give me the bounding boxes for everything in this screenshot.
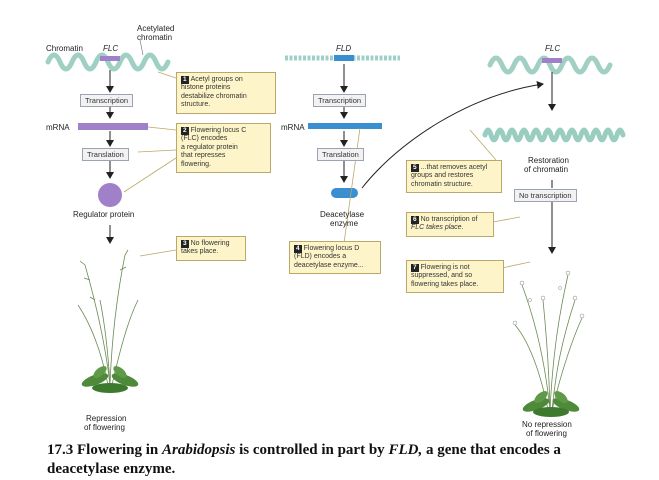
deacetylase-enzyme-shape: [331, 188, 358, 198]
note-3-line-1: No flowering: [190, 240, 230, 247]
caption-part-4: FLD,: [388, 442, 423, 458]
caption-part-5: a gene that encodes a deacetylase enzyme…: [47, 442, 561, 477]
left-transcription-box: Transcription: [80, 94, 134, 107]
fld-gene-segment: [334, 55, 354, 61]
note-2-line-1: Flowering locus C: [190, 127, 247, 134]
note-1-line-3: destabilize chromatin: [181, 92, 247, 100]
note-1-number: 1: [181, 76, 189, 84]
left-mrna-label: mRNA: [46, 123, 70, 132]
middle-mrna-label: mRNA: [281, 123, 305, 132]
note-7-line-2: suppressed, and so: [411, 272, 473, 280]
middle-translation-box: Translation: [317, 148, 364, 161]
note-3-number: 3: [181, 240, 189, 248]
no-repression-label-1: No repression: [522, 420, 572, 429]
figure-caption: 17.3 Flowering in Arabidopsis is control…: [47, 441, 607, 479]
repression-label-2: of flowering: [84, 423, 125, 432]
middle-transcription-box: Transcription: [313, 94, 367, 107]
right-flc-gene-segment: [542, 58, 562, 63]
note-7-number: 7: [411, 264, 419, 272]
left-mrna-bar: [78, 123, 148, 130]
restored-chromatin-coil: [482, 127, 626, 143]
middle-mrna-bar: [308, 123, 382, 129]
note-4-line-2: (FLD) encodes a: [294, 253, 347, 261]
acetylated-label: Acetylated: [137, 24, 175, 33]
arrow-enzyme-to-right-chromatin: [361, 80, 544, 189]
note-5-line-1: ...that removes acetyl: [420, 164, 488, 171]
note-1-line-4: structure.: [181, 101, 211, 109]
no-repression-label-2: of flowering: [526, 429, 567, 438]
callout-pointers: [123, 71, 531, 269]
restoration-label-2: of chromatin: [524, 165, 569, 174]
note-7-line-1: Flowering is not: [420, 264, 470, 271]
deacetylase-label-1: Deacetylase: [320, 210, 365, 219]
restoration-label-1: Restoration: [528, 156, 569, 165]
note-6-line-1: No transcription of: [420, 216, 478, 223]
no-transcription-box: No transcription: [514, 189, 577, 202]
regulator-protein-circle: [98, 183, 122, 207]
regulator-protein-label: Regulator protein: [73, 210, 135, 219]
note-1-line-1: Acetyl groups on: [190, 76, 243, 83]
left-translation-box: Translation: [82, 148, 129, 161]
acetylated-chromatin-label: chromatin: [137, 33, 173, 42]
flc-gene-segment: [100, 56, 120, 61]
middle-chromatin-fld: [285, 55, 400, 61]
note-4-line-3: deacetylase enzyme...: [294, 261, 364, 269]
note-4-line-1: Flowering locus D: [303, 245, 360, 252]
note-5-line-3: chromatin structure.: [411, 180, 473, 188]
caption-part-2: Arabidopsis: [162, 442, 236, 458]
note-3-line-2: takes place.: [181, 248, 219, 256]
left-flc-label: FLC: [103, 44, 119, 53]
note-2-line-3: a regulator protein: [181, 143, 238, 151]
right-plant-illustration: [512, 270, 585, 417]
left-plant-illustration: [77, 249, 139, 393]
deacetylase-label-2: enzyme: [330, 219, 359, 228]
right-flc-label: FLC: [545, 44, 561, 53]
note-2-line-5: flowering.: [181, 160, 211, 168]
note-6-line-2: FLC takes place.: [411, 224, 464, 232]
note-2-number: 2: [181, 127, 189, 135]
note-5-line-2: groups and restores: [411, 172, 474, 180]
note-7-line-3: flowering takes place.: [411, 280, 479, 288]
fld-label: FLD: [336, 44, 352, 53]
repression-label-1: Repression: [86, 414, 127, 423]
note-2-line-4: that represses: [181, 152, 226, 160]
caption-part-1: 17.3 Flowering in: [47, 442, 162, 458]
note-5-removes-acetyl: 5...that removes acetyl groups and resto…: [406, 160, 502, 194]
chromatin-label: Chromatin: [46, 44, 83, 53]
note-2-line-2: (FLC) encodes: [181, 135, 228, 143]
left-acetylated-chromatin: [45, 39, 171, 72]
note-1-line-2: histone proteins: [181, 84, 231, 92]
right-acetylated-chromatin: [487, 55, 613, 75]
note-4-number: 4: [294, 245, 302, 253]
note-5-number: 5: [411, 164, 419, 172]
caption-part-3: is controlled in part by: [235, 442, 389, 458]
note-6-number: 6: [411, 216, 419, 224]
